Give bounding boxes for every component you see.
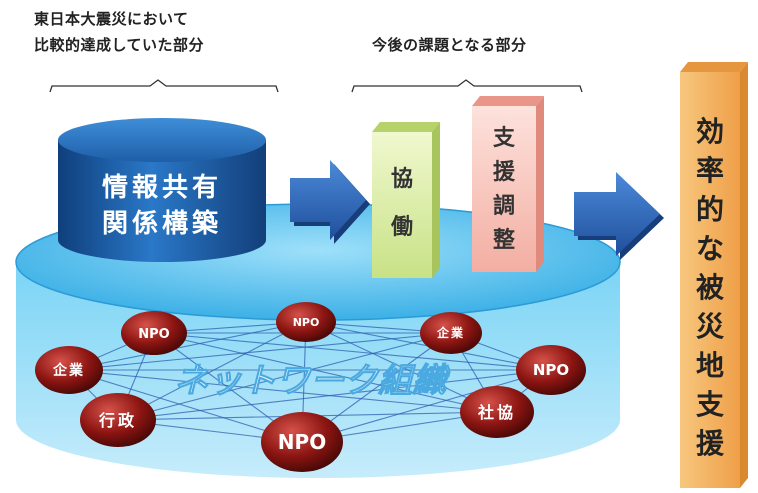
- arrow-2: [574, 172, 664, 260]
- shien-char: 整: [492, 228, 515, 253]
- efficient-support-pillar: [680, 62, 748, 488]
- network-label: ネットワーク組織: [174, 361, 451, 401]
- arrow-1: [290, 160, 370, 244]
- shien-label: 支 援 調 整: [472, 116, 536, 264]
- kyodo-box: [372, 122, 440, 278]
- future-heading: 今後の課題となる部分: [372, 36, 527, 54]
- future-bracket: [351, 79, 583, 93]
- kyodo-label: 協 働: [372, 140, 432, 268]
- node-shakyo: [460, 386, 534, 438]
- kyodo-char: 働: [390, 215, 413, 240]
- cylinder-label-line1: 情報共有: [101, 173, 222, 203]
- node-npo-center: [261, 412, 343, 472]
- node-label: 社協: [477, 403, 516, 422]
- achieved-heading-line2: 比較的達成していた部分: [34, 36, 205, 54]
- node-npo-right: [516, 345, 586, 395]
- pillar-char: 率: [695, 154, 724, 187]
- pillar-char: 被: [695, 271, 724, 304]
- node-npo-left: [121, 311, 187, 355]
- node-kigyo-right: [420, 312, 482, 354]
- node-kigyo-left: [35, 346, 103, 394]
- node-npo-top: [276, 302, 336, 342]
- shien-char: 支: [492, 126, 515, 151]
- achieved-heading-line1: 東日本大震災において: [34, 10, 189, 28]
- pillar-char: 援: [695, 427, 724, 460]
- network-nodes: [35, 302, 586, 472]
- pillar-label: 効 率 的 な 被 災 地 支 援: [680, 112, 740, 462]
- pillar-char: 災: [695, 310, 724, 343]
- shien-char: 援: [492, 160, 515, 185]
- pillar-char: 的: [695, 193, 724, 226]
- node-label: NPO: [138, 327, 169, 342]
- pillar-char: 地: [695, 349, 724, 382]
- pillar-char: 効: [695, 115, 724, 148]
- node-label: NPO: [293, 316, 320, 329]
- node-label: NPO: [278, 430, 326, 454]
- achieved-heading: 東日本大震災において 比較的達成していた部分: [34, 6, 204, 58]
- info-sharing-cylinder: [58, 118, 266, 262]
- cylinder-label: 情報共有 関係構築: [72, 170, 252, 242]
- pillar-char: な: [695, 232, 724, 265]
- pillar-char: 支: [695, 388, 724, 421]
- node-gyosei: [80, 393, 156, 447]
- node-label: 行政: [98, 411, 137, 430]
- cylinder-label-line2: 関係構築: [101, 209, 222, 239]
- node-label: 企業: [436, 325, 465, 340]
- node-label: 企業: [52, 362, 85, 379]
- node-label: NPO: [533, 361, 569, 379]
- achieved-bracket: [49, 79, 279, 93]
- shien-char: 調: [492, 194, 515, 219]
- shien-box: [472, 96, 544, 272]
- kyodo-char: 協: [390, 167, 413, 192]
